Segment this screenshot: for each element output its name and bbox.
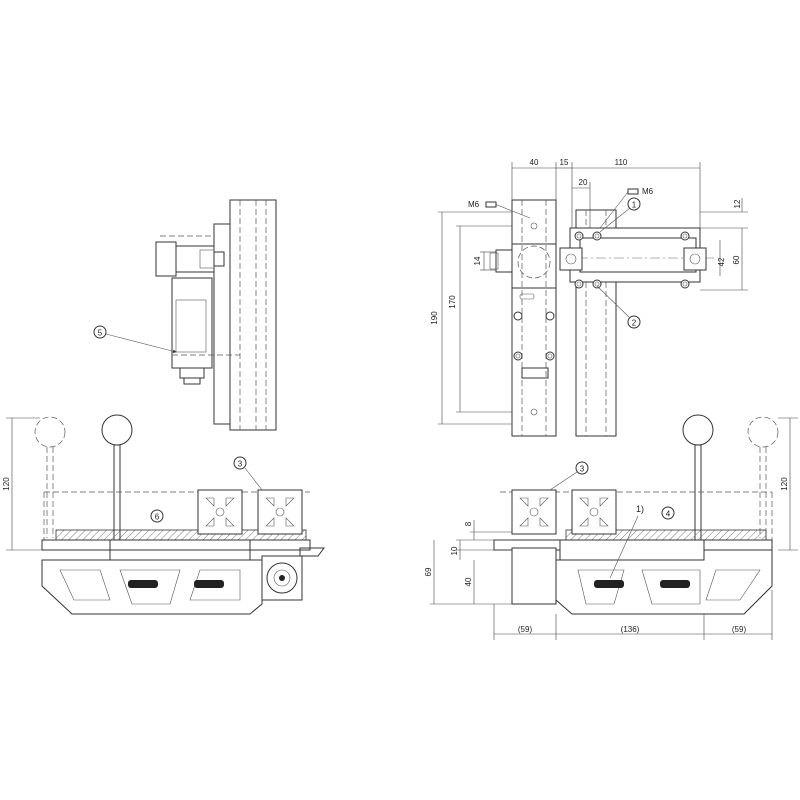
callout-6: 6 — [155, 513, 160, 522]
callout-5: 5 — [98, 329, 103, 338]
dim-lever-120-left: 120 — [2, 477, 11, 491]
dim-top-20: 20 — [579, 178, 588, 187]
thread-label-m6-right: M6 — [642, 187, 654, 196]
thread-label-m6-left: M6 — [468, 200, 480, 209]
callout-4: 4 — [666, 510, 671, 519]
callout-3-left: 3 — [238, 460, 243, 469]
dim-base-40: 40 — [464, 577, 473, 586]
note-1: 1) — [636, 504, 644, 514]
front-view-top-right: M6 M6 1 2 40 15 110 20 12 42 — [430, 158, 748, 437]
dim-base-69: 69 — [424, 567, 433, 576]
dim-right-12: 12 — [733, 199, 742, 208]
lever-view-bottom-right: 4 3 1) 8 10 40 69 — [424, 414, 798, 640]
dim-top-15: 15 — [560, 158, 569, 167]
dim-lever-120-right: 120 — [780, 477, 789, 491]
dim-bottom-136: (136) — [621, 625, 640, 634]
lever-view-bottom-left: 6 3 120 — [2, 414, 325, 615]
dim-right-42: 42 — [717, 257, 726, 266]
dim-left-14: 14 — [473, 256, 482, 265]
callout-2: 2 — [632, 319, 637, 328]
callout-1: 1 — [632, 201, 637, 210]
side-view-top-left: 5 — [93, 199, 277, 431]
dim-base-10: 10 — [450, 546, 459, 555]
dim-top-110: 110 — [615, 158, 628, 167]
dim-left-190: 190 — [430, 311, 439, 325]
dim-base-8: 8 — [464, 521, 473, 526]
dim-bottom-59-right: (59) — [732, 625, 747, 634]
callout-3-right: 3 — [580, 465, 585, 474]
dim-right-60: 60 — [732, 255, 741, 264]
dim-top-40: 40 — [530, 158, 539, 167]
dim-left-170: 170 — [448, 295, 457, 309]
dim-bottom-59-left: (59) — [518, 625, 533, 634]
